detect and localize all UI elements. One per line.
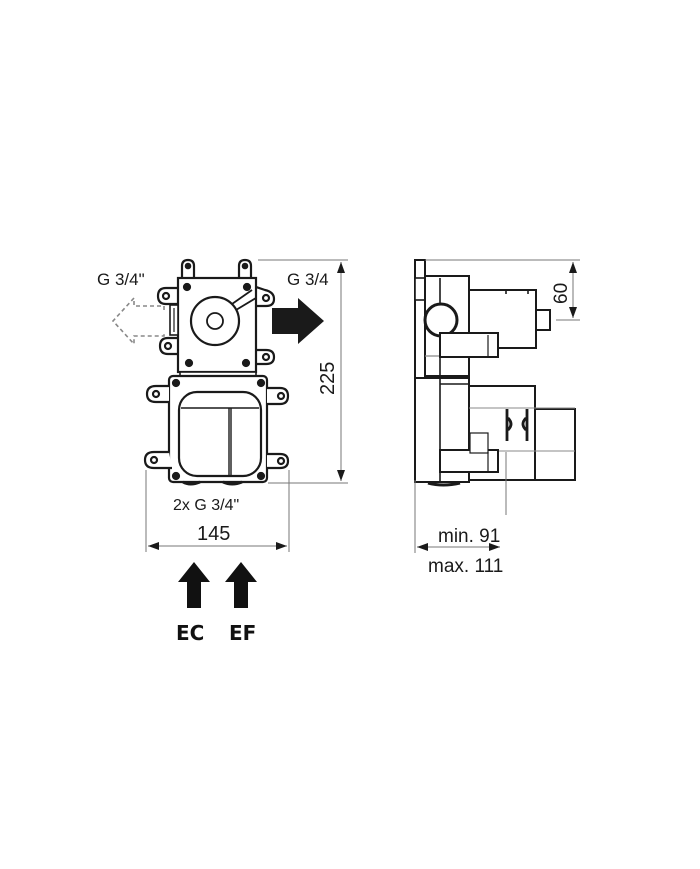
diverter-module <box>156 258 276 374</box>
outlet-arrow <box>272 298 324 344</box>
inlet-cold-label: EF <box>229 621 256 645</box>
inlet-size-label: 2x G 3/4" <box>173 497 239 514</box>
outlet-right-label: G 3/4 <box>287 270 329 289</box>
width-dimension-label: 145 <box>197 523 230 545</box>
inlet-arrow-cold <box>225 562 257 608</box>
front-dimensions <box>145 259 348 552</box>
height-dimension-label: 225 <box>317 362 339 395</box>
side-view <box>414 259 576 487</box>
front-view <box>111 258 324 608</box>
depth-min-label: min. 91 <box>438 526 500 547</box>
depth-max-label: max. 111 <box>428 556 503 577</box>
inlet-arrow-hot <box>178 562 210 608</box>
thermostat-module <box>143 371 290 486</box>
top-offset-dimension-label: 60 <box>551 283 572 304</box>
optional-outlet-arrow <box>111 295 165 347</box>
outlet-left-label: G 3/4" <box>97 270 145 289</box>
side-dimensions <box>414 259 580 553</box>
inlet-hot-label: EC <box>176 621 204 645</box>
